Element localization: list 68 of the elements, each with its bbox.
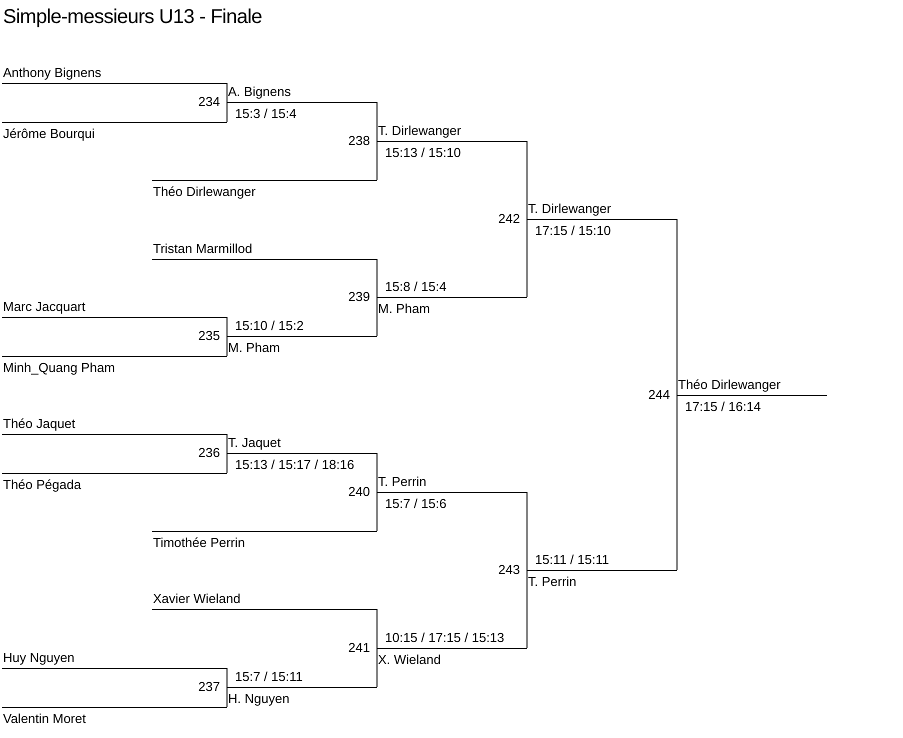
bracket-line bbox=[376, 492, 378, 532]
player-name: X. Wieland bbox=[377, 652, 442, 668]
player-name: T. Perrin bbox=[377, 474, 428, 490]
bracket-line bbox=[226, 316, 228, 336]
bracket-line bbox=[376, 452, 378, 492]
player-name: Jérôme Bourqui bbox=[2, 126, 96, 142]
match-score: 15:7 / 15:11 bbox=[234, 669, 304, 685]
bracket-line bbox=[676, 218, 678, 396]
match-number: 243 bbox=[497, 562, 520, 578]
match-score: 15:13 / 15:17 / 18:16 bbox=[234, 457, 356, 473]
match-score: 17:15 / 15:10 bbox=[534, 223, 612, 239]
player-name: Timothée Perrin bbox=[152, 535, 246, 551]
match-score: 15:8 / 15:4 bbox=[384, 279, 448, 295]
title: Simple-messieurs U13 - Finale bbox=[3, 5, 262, 30]
match-score: 10:15 / 17:15 / 15:13 bbox=[384, 630, 506, 646]
match-number: 241 bbox=[347, 640, 370, 656]
match-number: 238 bbox=[347, 133, 370, 149]
bracket-line bbox=[376, 296, 378, 336]
bracket-line bbox=[226, 452, 228, 474]
player-name: M. Pham bbox=[377, 301, 432, 317]
match-score: 15:10 / 15:2 bbox=[234, 318, 305, 334]
match-number: 242 bbox=[497, 211, 520, 227]
bracket-line bbox=[226, 102, 228, 122]
player-name: Tristan Marmillod bbox=[152, 241, 254, 257]
match-number: 236 bbox=[197, 445, 220, 461]
bracket-line bbox=[226, 434, 228, 454]
bracket-line bbox=[376, 608, 378, 648]
player-name: Théo Dirlewanger bbox=[677, 377, 782, 393]
player-name: Xavier Wieland bbox=[152, 591, 242, 607]
player-name: Valentin Moret bbox=[2, 711, 87, 727]
player-name: A. Bignens bbox=[227, 84, 292, 100]
match-number: 237 bbox=[197, 679, 220, 695]
bracket-line bbox=[376, 648, 378, 688]
player-name: Théo Dirlewanger bbox=[152, 184, 257, 200]
bracket-line bbox=[376, 102, 378, 142]
match-score: 15:7 / 15:6 bbox=[384, 496, 448, 512]
bracket-line bbox=[526, 218, 528, 298]
player-name: T. Dirlewanger bbox=[527, 201, 612, 217]
bracket-line bbox=[526, 140, 528, 220]
player-name: H. Nguyen bbox=[227, 691, 290, 707]
player-name: Marc Jacquart bbox=[2, 299, 86, 315]
player-name: T. Perrin bbox=[527, 574, 578, 590]
player-name: T. Dirlewanger bbox=[377, 123, 462, 139]
player-name: Anthony Bignens bbox=[2, 65, 102, 81]
bracket-line bbox=[226, 686, 228, 708]
match-score: 15:3 / 15:4 bbox=[234, 106, 298, 122]
bracket-line bbox=[226, 336, 228, 356]
match-number: 244 bbox=[647, 387, 670, 403]
bracket-line bbox=[376, 140, 378, 180]
player-name: T. Jaquet bbox=[227, 435, 282, 451]
bracket-line bbox=[226, 82, 228, 102]
player-name: M. Pham bbox=[227, 340, 282, 356]
match-number: 234 bbox=[197, 94, 220, 110]
bracket-line bbox=[226, 668, 228, 688]
bracket-line bbox=[526, 570, 528, 648]
player-name: Théo Jaquet bbox=[2, 416, 76, 432]
bracket-line bbox=[676, 394, 678, 570]
player-name: Minh_Quang Pham bbox=[2, 360, 116, 376]
bracket-line bbox=[526, 492, 528, 570]
player-name: Huy Nguyen bbox=[2, 650, 76, 666]
match-number: 240 bbox=[347, 484, 370, 500]
bracket-line bbox=[376, 258, 378, 298]
match-score: 17:15 / 16:14 bbox=[684, 399, 762, 415]
match-score: 15:13 / 15:10 bbox=[384, 145, 462, 161]
match-number: 239 bbox=[347, 289, 370, 305]
match-number: 235 bbox=[197, 328, 220, 344]
player-name: Théo Pégada bbox=[2, 477, 82, 493]
match-score: 15:11 / 15:11 bbox=[534, 552, 610, 568]
